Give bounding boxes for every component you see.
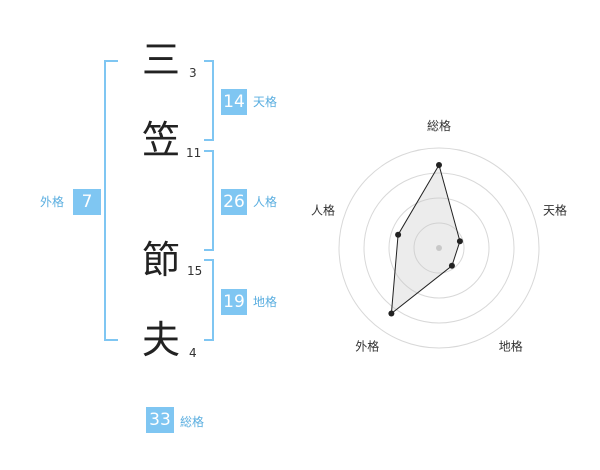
- gaikaku-bracket: [104, 60, 118, 341]
- radar-ring: [388, 197, 490, 299]
- name-char-1: 三: [142, 38, 181, 82]
- radar-ring: [363, 172, 515, 324]
- radar-axis-label: 天格: [543, 202, 567, 217]
- jinkaku-label: 人格: [253, 195, 278, 209]
- chikaku-value: 19: [221, 289, 247, 315]
- radar-ring: [338, 147, 540, 349]
- radar-point-3: [448, 262, 455, 269]
- radar-center: [436, 245, 442, 251]
- tenkaku-value: 14: [221, 89, 247, 115]
- gaikaku-value: 7: [73, 189, 101, 215]
- jinkaku-value: 26: [221, 189, 247, 215]
- radar-axis-label: 地格: [499, 339, 523, 354]
- stroke-count-4: 4: [189, 346, 197, 360]
- soukaku-label: 総格: [180, 415, 205, 429]
- gaikaku-label: 外格: [40, 195, 65, 209]
- radar-axis-label: 外格: [355, 339, 379, 354]
- radar-polygon: [390, 163, 461, 315]
- radar-axis-label: 人格: [311, 202, 335, 217]
- radar-point-1: [436, 162, 442, 168]
- chikaku-label: 地格: [253, 295, 278, 309]
- stroke-count-3: 15: [187, 264, 203, 278]
- radar-point-5: [395, 231, 402, 238]
- jinkaku-bracket: [204, 150, 214, 251]
- radar-axis-label: 総格: [427, 118, 451, 133]
- name-char-3: 節: [142, 238, 181, 282]
- name-char-4: 夫: [142, 318, 181, 362]
- radar-point-4: [388, 310, 395, 317]
- stroke-count-1: 3: [189, 66, 197, 80]
- name-char-2: 笠: [142, 118, 181, 162]
- soukaku-value: 33: [146, 407, 174, 433]
- radar-point-2: [456, 238, 463, 245]
- stroke-count-2: 11: [186, 146, 202, 160]
- tenkaku-label: 天格: [253, 95, 278, 109]
- tenkaku-bracket: [204, 60, 214, 141]
- chikaku-bracket: [204, 259, 214, 341]
- radar-ring: [413, 222, 465, 274]
